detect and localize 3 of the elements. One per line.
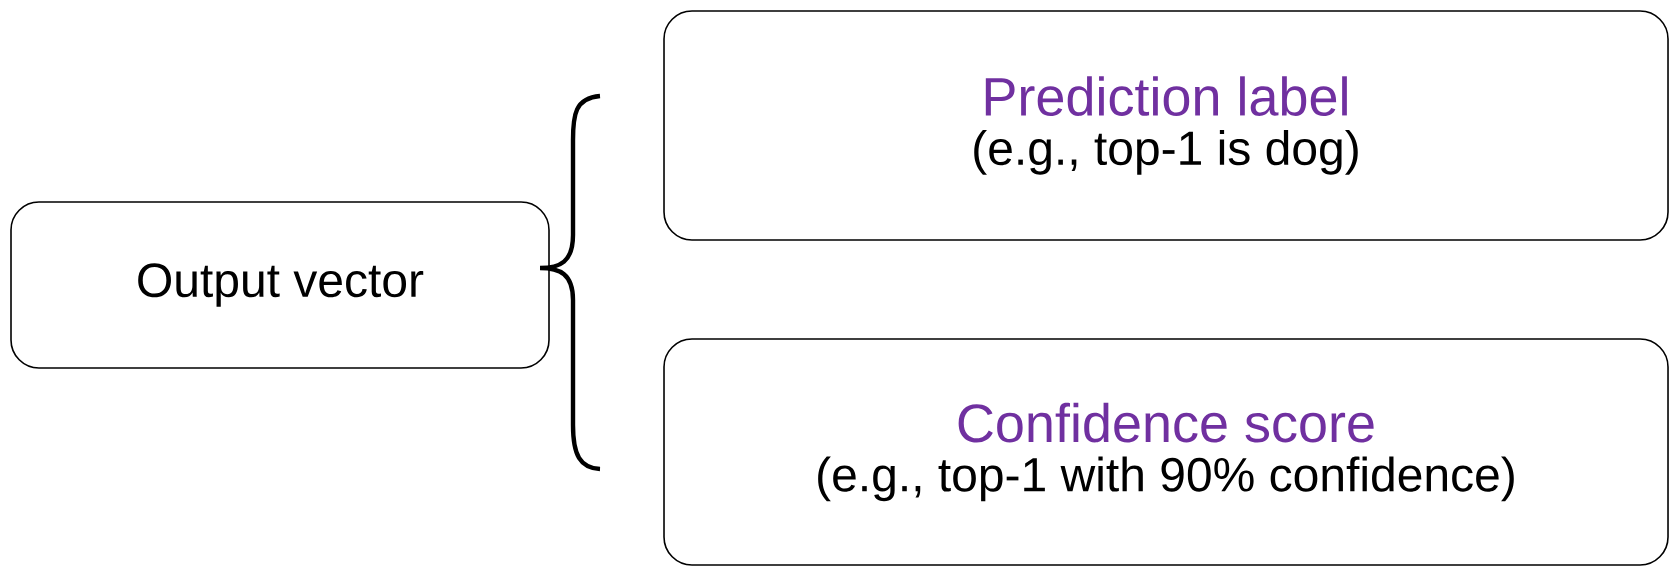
process-box: Prediction label (e.g., top-1 is dog) xyxy=(663,10,1669,241)
process-box: Output vector xyxy=(10,201,550,369)
process-box: Confidence score (e.g., top-1 with 90% confidence) xyxy=(663,338,1669,566)
